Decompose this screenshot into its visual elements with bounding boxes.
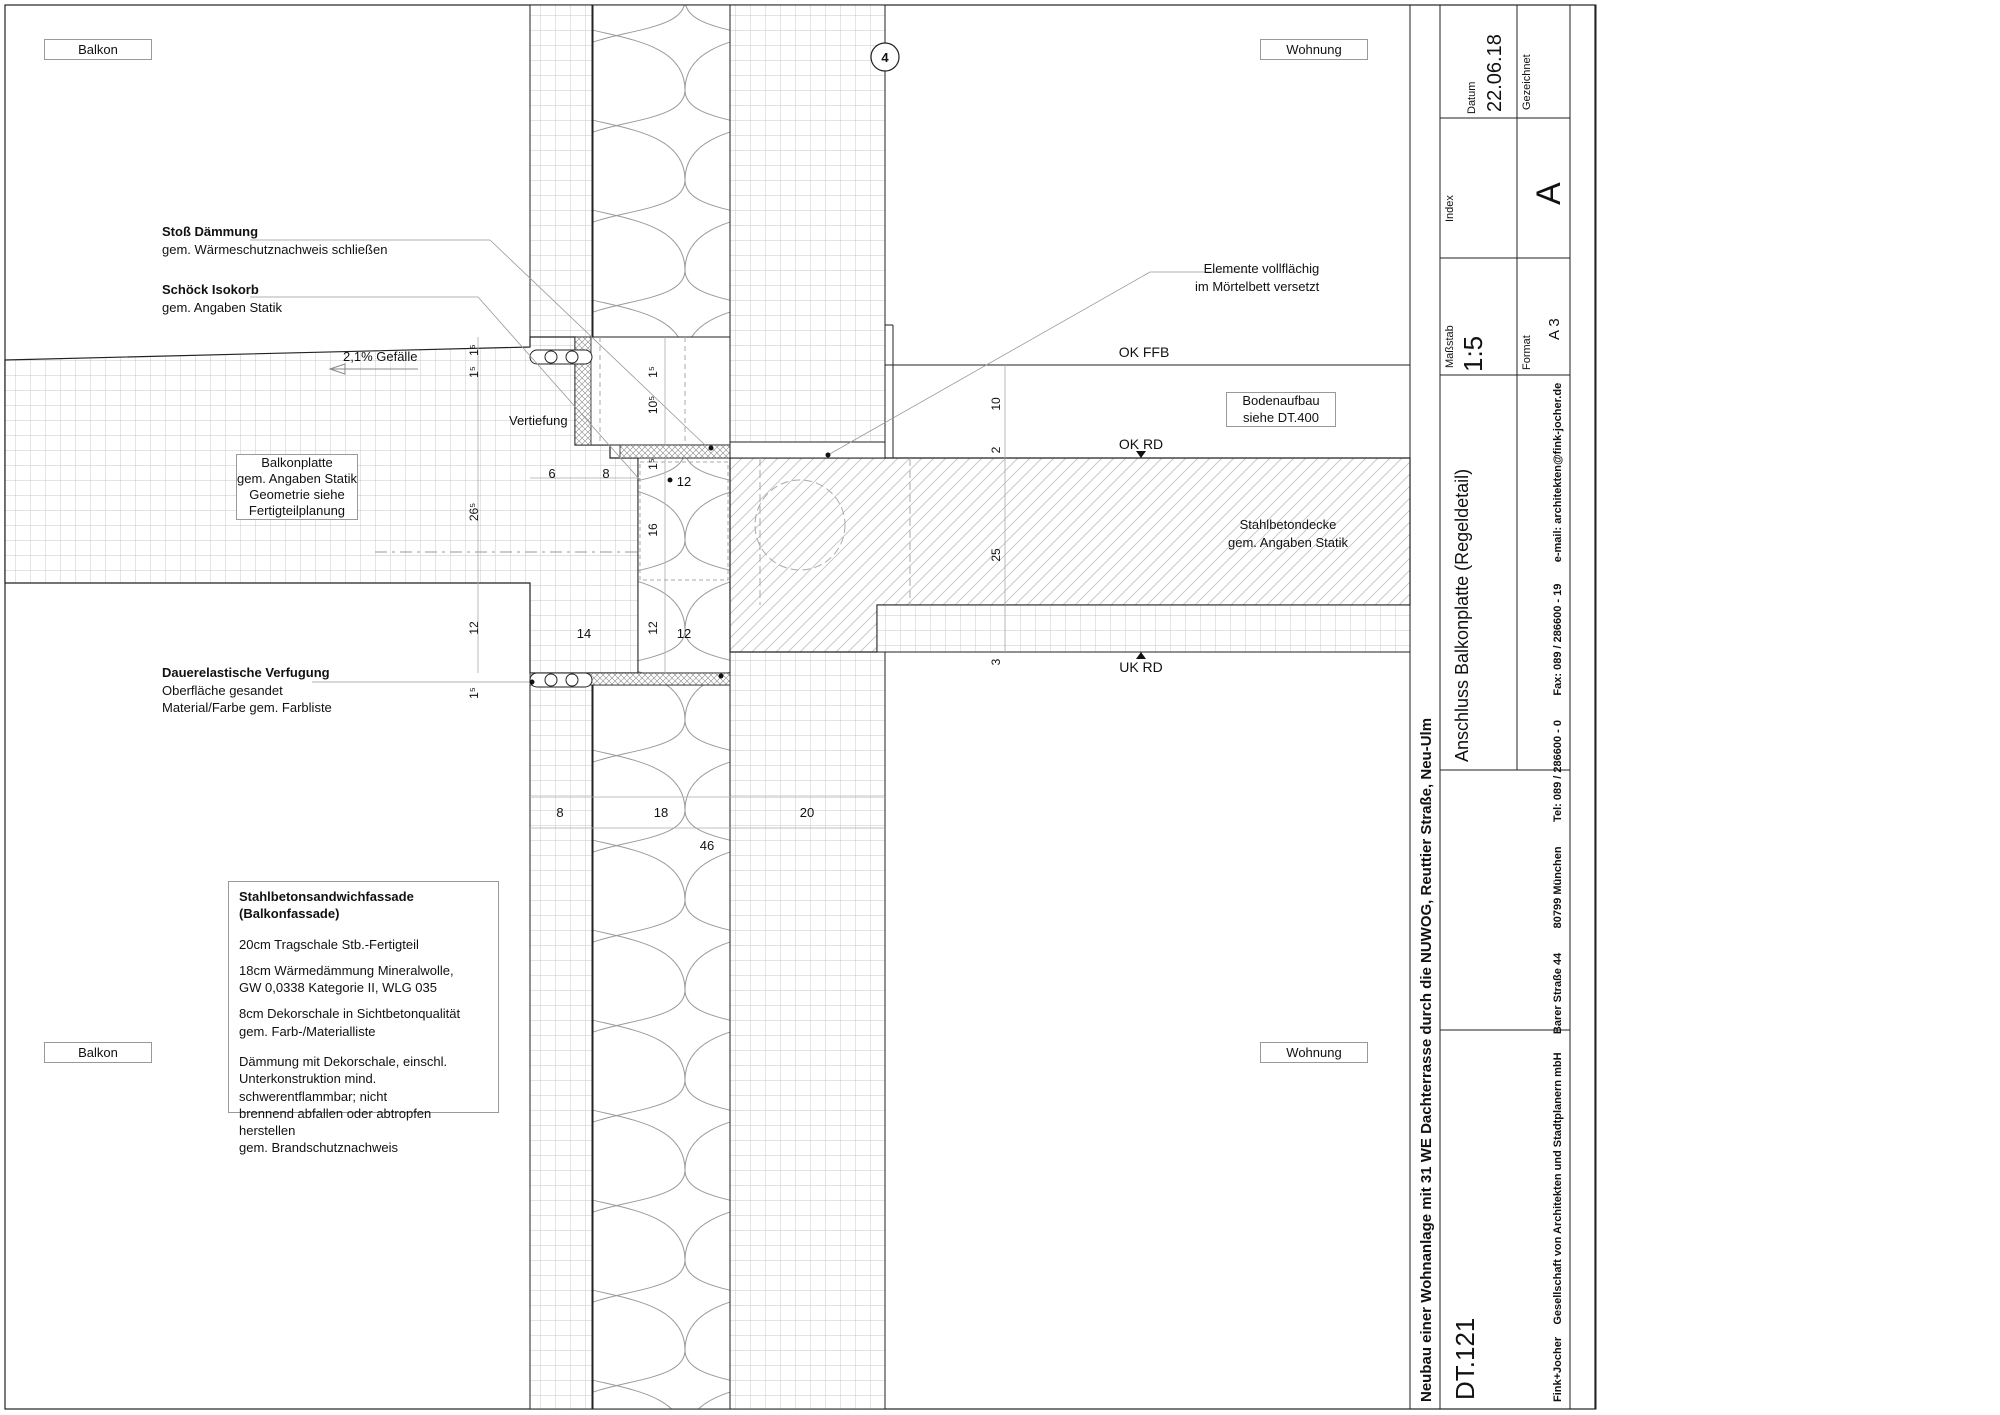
- level-ok-rd: OK RD: [1119, 436, 1163, 452]
- decor-shell-upper: [529, 4, 593, 354]
- tb-company-desc: Gesellschaft von Architekten und Stadtpl…: [1552, 1052, 1564, 1325]
- tb-massstab-label: Maßstab: [1444, 325, 1456, 368]
- dim-14: 14: [577, 626, 591, 641]
- dim-8-top: 8: [602, 466, 609, 481]
- room-wohnung-bottom: Wohnung: [1260, 1042, 1368, 1063]
- floor-screed: [729, 441, 886, 459]
- dim-15-c: 1⁵: [646, 366, 660, 378]
- box-balkonplatte: Balkonplatte gem. Angaben Statik Geometr…: [236, 454, 358, 520]
- dim-15-iso: 1⁵: [646, 458, 660, 470]
- legend-item-3: 8cm Dekorschale in Sichtbetonqualität ge…: [239, 1006, 461, 1039]
- box-bodenaufbau: Bodenaufbau siehe DT.400: [1226, 392, 1336, 427]
- dim-20-wall: 20: [800, 805, 814, 820]
- tb-index-label: Index: [1444, 195, 1456, 222]
- legend-item-4: Dämmung mit Dekorschale, einschl. Unterk…: [239, 1053, 448, 1156]
- dim-3: 3: [989, 658, 1003, 665]
- tb-format-value: A 3: [1546, 318, 1563, 340]
- tb-project: Neubau einer Wohnanlage mit 31 WE Dachte…: [1418, 717, 1435, 1402]
- dim-26-5: 26⁵: [467, 503, 481, 521]
- dim-15-d: 1⁵: [467, 687, 481, 699]
- dim-18-wall: 18: [654, 805, 668, 820]
- level-uk-rd: UK RD: [1119, 659, 1163, 675]
- insulation-upper: [592, 4, 731, 341]
- isokorb-insulation: [637, 457, 731, 674]
- pocket-insulation: [574, 336, 731, 446]
- room-balkon-top: Balkon: [44, 39, 152, 60]
- tb-datum-value: 22.06.18: [1484, 34, 1506, 112]
- tb-company-line: Fink+Jocher Gesellschaft von Architekten…: [1552, 383, 1564, 1402]
- tb-tel: Tel: 089 / 286600 - 0: [1552, 720, 1564, 822]
- room-wohnung-top: Wohnung: [1260, 39, 1368, 60]
- dim-25: 25: [989, 548, 1003, 562]
- callout-verfugung: Dauerelastische Verfugung Oberfläche ges…: [162, 665, 332, 716]
- dim-6: 6: [548, 466, 555, 481]
- tb-city: 80799 München: [1552, 846, 1564, 929]
- tb-index-value: A: [1530, 182, 1568, 205]
- dim-12-low: 12: [677, 626, 691, 641]
- label-stahlbetondecke: Stahlbetondecke gem. Angaben Statik: [1228, 517, 1348, 550]
- tb-drawing-title: Anschluss Balkonplatte (Regeldetail): [1452, 468, 1472, 762]
- tb-drawing-no: DT.121: [1450, 1317, 1480, 1400]
- dim-46-wall: 46: [700, 838, 714, 853]
- dim-10: 10: [989, 397, 1003, 411]
- callout-isokorb: Schöck Isokorb gem. Angaben Statik: [162, 282, 282, 315]
- tb-fax: Fax: 089 / 286600 - 19: [1552, 583, 1564, 696]
- vertiefung-label: Vertiefung: [509, 413, 568, 428]
- level-marker-uk-rd: [1136, 652, 1146, 659]
- tb-email: e-mail: architekten@fink-jocher.de: [1552, 382, 1564, 563]
- axis-circle: [870, 42, 900, 72]
- dim-12-iso: 12: [677, 474, 691, 489]
- dim-10-5: 10⁵: [646, 396, 660, 414]
- tb-massstab-value: 1:5: [1458, 335, 1488, 372]
- tb-street: Barer Straße 44: [1552, 952, 1564, 1035]
- legend-item-2: 18cm Wärmedämmung Mineralwolle, GW 0,033…: [239, 962, 454, 996]
- legend-title: Stahlbetonsandwichfassade (Balkonfassade…: [239, 889, 414, 922]
- legend-box: Stahlbetonsandwichfassade (Balkonfassade…: [228, 881, 499, 1155]
- dim-12-iso-low: 12: [646, 621, 660, 635]
- tb-company-name: Fink+Jocher: [1552, 1336, 1564, 1402]
- insulation-lower: [592, 684, 731, 1410]
- dim-2: 2: [989, 446, 1003, 453]
- tb-gezeichnet-label: Gezeichnet: [1521, 54, 1533, 110]
- legend-item-1: 20cm Tragschale Stb.-Fertigteil: [239, 936, 419, 952]
- slope-label: 2,1% Gefälle: [343, 349, 418, 364]
- dim-16: 16: [646, 523, 660, 537]
- dim-15-a: 1⁵: [467, 344, 481, 356]
- load-shell-lower: [729, 651, 886, 1410]
- tb-datum-label: Datum: [1466, 81, 1478, 114]
- dim-12-v: 12: [467, 621, 481, 635]
- level-marker-ok-rd: [1136, 451, 1146, 458]
- room-balkon-bottom: Balkon: [44, 1042, 152, 1063]
- dim-8-wall: 8: [556, 805, 563, 820]
- ceiling-soffit: [876, 604, 1411, 653]
- decor-shell-lower: [529, 684, 593, 1410]
- callout-elemente: Elemente vollflächig im Mörtelbett verse…: [1195, 261, 1320, 294]
- axis-marker: 4: [881, 50, 889, 65]
- callout-stoss: Stoß Dämmung gem. Wärmeschutznachweis sc…: [162, 224, 388, 257]
- level-ok-ffb: OK FFB: [1119, 344, 1170, 360]
- dim-15-b: 1⁵: [467, 366, 481, 378]
- tb-format-label: Format: [1521, 335, 1533, 370]
- load-shell-upper: [729, 4, 886, 443]
